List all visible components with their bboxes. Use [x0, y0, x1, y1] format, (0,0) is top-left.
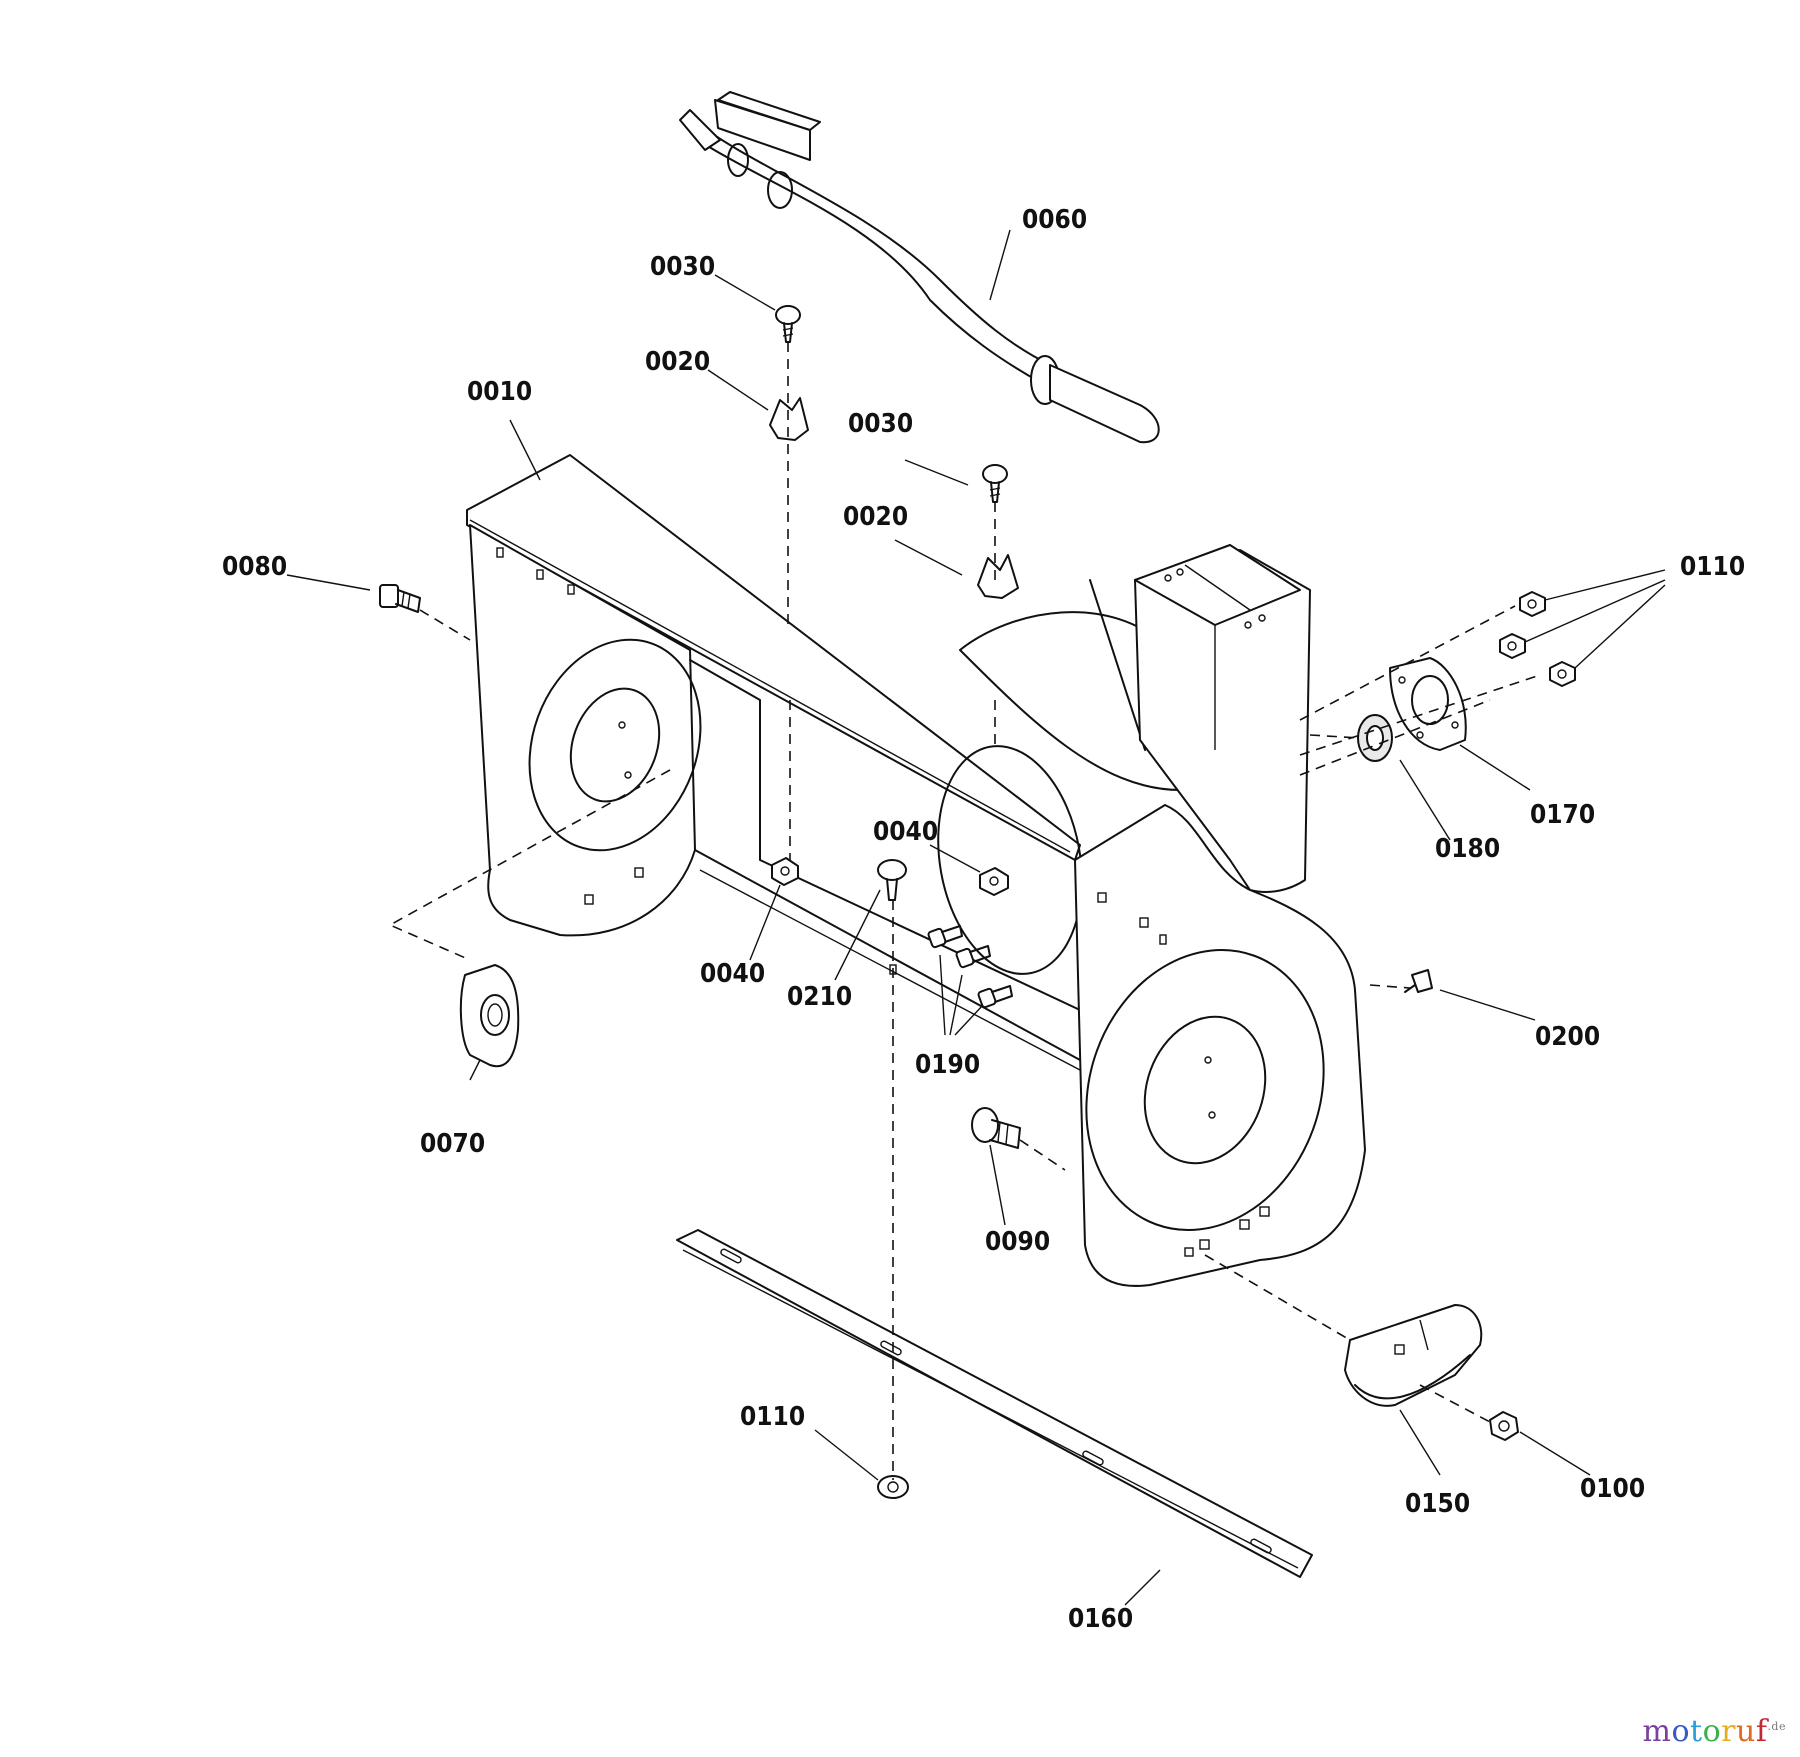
flange-nut-part-1 — [1519, 591, 1546, 617]
flange-nut-part-2 — [1499, 633, 1526, 659]
skid-shoe-part — [1344, 1304, 1483, 1407]
label-0210: 0210 — [787, 982, 852, 1012]
bolt-part-a — [927, 925, 963, 949]
part-labels: 0060 0030 0020 0010 0030 0020 0080 0110 … — [222, 205, 1745, 1634]
lock-nut-part — [1489, 1411, 1519, 1441]
assembly-lines — [388, 342, 1541, 1480]
ball-bearing-part — [1357, 714, 1393, 762]
label-0030-a: 0030 — [650, 252, 715, 282]
label-0110-top: 0110 — [1680, 552, 1745, 582]
label-0150: 0150 — [1405, 1489, 1470, 1519]
label-0080: 0080 — [222, 552, 287, 582]
clip-part-b — [977, 554, 1019, 599]
nut-part-a — [771, 857, 799, 886]
label-0180: 0180 — [1435, 834, 1500, 864]
bearing-bracket-part — [459, 964, 520, 1068]
screw-part-0200 — [1404, 969, 1433, 993]
leader-lines — [286, 229, 1666, 1606]
flange-nut-part-3 — [1549, 661, 1576, 687]
label-0090: 0090 — [985, 1227, 1050, 1257]
bolt-part-0090 — [971, 1107, 1021, 1149]
label-0020-b: 0020 — [843, 502, 908, 532]
bearing-flange-plate-part — [1389, 657, 1467, 751]
handle-rod-part — [679, 91, 1160, 444]
label-0200: 0200 — [1535, 1022, 1600, 1052]
label-0190: 0190 — [915, 1050, 980, 1080]
carriage-bolt-part — [877, 859, 907, 901]
watermark-suffix: .de — [1767, 1720, 1786, 1733]
label-0060: 0060 — [1022, 205, 1087, 235]
flange-nut-part-bottom — [877, 1475, 909, 1499]
label-0040-a: 0040 — [700, 959, 765, 989]
label-0070: 0070 — [420, 1129, 485, 1159]
screw-part-b — [982, 464, 1008, 503]
label-0010: 0010 — [467, 377, 532, 407]
label-0040-b: 0040 — [873, 817, 938, 847]
label-0030-b: 0030 — [848, 409, 913, 439]
screw-part-a — [775, 305, 801, 343]
label-0100: 0100 — [1580, 1474, 1645, 1504]
bolt-part-left — [379, 584, 421, 613]
clip-part-a — [769, 397, 809, 441]
nut-part-b — [979, 867, 1009, 896]
label-0160: 0160 — [1068, 1604, 1133, 1634]
scraper-bar-part — [676, 1229, 1313, 1578]
bolt-part-c — [977, 985, 1013, 1009]
watermark-text: motoruf — [1642, 1714, 1768, 1749]
label-0020-a: 0020 — [645, 347, 710, 377]
label-0110-bottom: 0110 — [740, 1402, 805, 1432]
label-0170: 0170 — [1530, 800, 1595, 830]
watermark-logo: motoruf.de — [1643, 1714, 1786, 1749]
bolt-part-b — [955, 945, 991, 969]
auger-housing-part — [466, 454, 1366, 1287]
